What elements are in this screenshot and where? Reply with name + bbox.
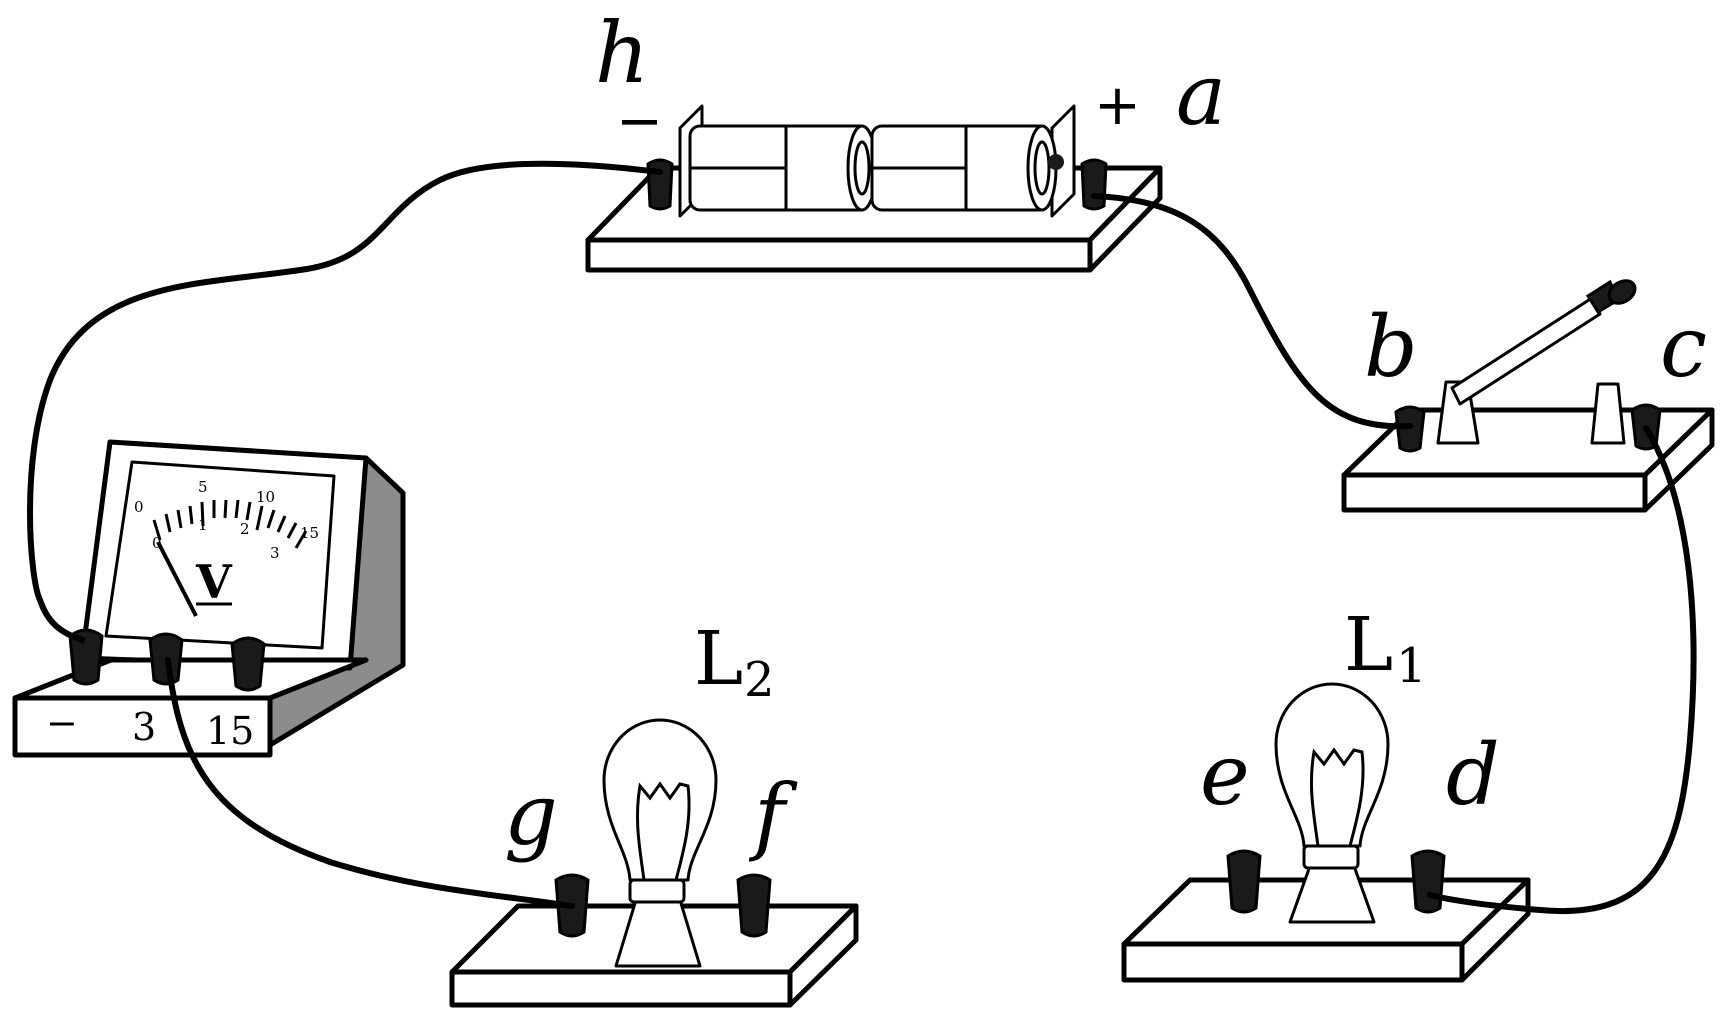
voltmeter-base-front: [12, 695, 273, 758]
switch: [1341, 279, 1715, 513]
wire-a-to-b: [1091, 193, 1413, 430]
battery-cell-2: [870, 124, 1064, 212]
voltmeter-terminal-negative: [68, 628, 104, 686]
voltmeter-needle: [156, 541, 198, 617]
lamp-L2: [449, 718, 859, 1008]
switch-clip-post: [1590, 382, 1626, 445]
label-lamp-L2: L 2: [694, 616, 775, 708]
label-point-a: a: [1176, 46, 1226, 144]
label-lamp-L2-main: L: [694, 616, 743, 702]
lamp-L1-terminal-d: [1410, 849, 1446, 914]
switch-board-side: [1642, 407, 1715, 513]
scale-outer-0: 0: [134, 498, 144, 516]
battery-negative-sign: −: [616, 89, 663, 154]
battery-positive-sign: +: [1094, 73, 1141, 138]
label-lamp-L1-main: L: [1344, 602, 1393, 688]
wire-h-to-voltmeter: [27, 160, 663, 643]
voltmeter-label-15: 15: [206, 709, 254, 753]
battery-cell-1: [688, 124, 878, 212]
battery-board-side: [1087, 165, 1163, 273]
lamp-L2-filament-icon: [635, 781, 691, 881]
voltmeter-label-negative: −: [46, 701, 78, 745]
wire-voltmeter-to-g: [165, 657, 575, 909]
scale-outer-15: 15: [300, 524, 319, 542]
label-point-c: c: [1660, 298, 1707, 396]
lamp-L1-terminal-e: [1226, 849, 1262, 914]
switch-handle-icon: [1607, 279, 1637, 305]
label-point-f: f: [748, 766, 798, 864]
voltmeter: 0 5 10 15 0 1 2 3 V − 3 15: [12, 439, 406, 758]
voltmeter-symbol: V: [195, 555, 233, 609]
switch-board-front: [1341, 472, 1648, 513]
label-point-b: b: [1364, 298, 1418, 396]
lamp-L1-socket: [1288, 864, 1376, 924]
label-point-h: h: [595, 4, 649, 102]
lamp-L2-terminal-f: [736, 873, 772, 938]
battery-holder: − +: [585, 73, 1163, 273]
lamp-L1-board-front: [1121, 941, 1465, 983]
scale-outer-10: 10: [256, 488, 275, 506]
label-lamp-L1-sub: 1: [1396, 638, 1427, 694]
lamp-L2-board-side: [787, 903, 859, 1008]
scale-inner-2: 2: [240, 520, 250, 538]
lamp-L2-bulb: [602, 718, 718, 882]
battery-terminal-negative: [646, 158, 674, 211]
voltmeter-terminal-15: [230, 636, 266, 692]
wire-c-to-d: [1427, 425, 1697, 915]
voltmeter-label-3: 3: [132, 705, 156, 749]
label-lamp-L2-sub: 2: [744, 652, 775, 708]
voltmeter-scale-ticks: [152, 499, 308, 549]
scale-inner-3: 3: [270, 544, 280, 562]
voltmeter-dial-window: [104, 460, 336, 650]
label-point-e: e: [1200, 726, 1250, 824]
label-point-g: g: [504, 766, 558, 864]
lamp-L1-filament-icon: [1309, 747, 1365, 847]
battery-terminal-positive: [1080, 158, 1108, 211]
switch-lever: [1450, 296, 1602, 406]
scale-outer-5: 5: [198, 478, 208, 496]
label-point-d: d: [1446, 726, 1500, 824]
label-lamp-L1: L 1: [1344, 602, 1427, 694]
lamp-L2-board-front: [449, 969, 793, 1008]
battery-board-front: [585, 237, 1093, 273]
lamp-L1: [1121, 682, 1531, 983]
lamp-L1-bulb: [1274, 682, 1390, 848]
scale-inner-1: 1: [198, 516, 208, 534]
